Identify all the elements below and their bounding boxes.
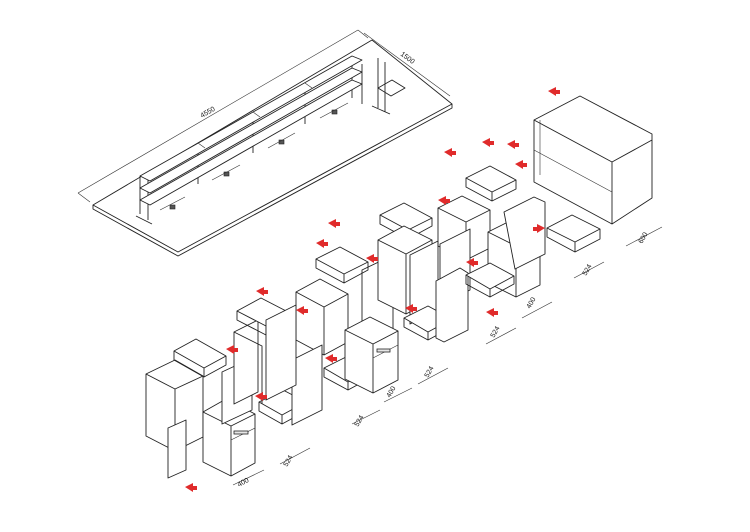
arrow-icon [255,392,267,401]
arrow-icon [507,140,519,149]
dim-cab3-width: 400 [526,296,538,310]
dim-cab1-drawer: 524 [283,454,295,468]
dim-cab1-width: 400 [237,477,251,489]
arrow-icon [366,254,378,263]
dim-cab3-drawer: 524 [490,325,502,339]
arrow-icon [515,160,527,169]
arrow-icon [486,308,498,317]
side-panel-1 [167,419,187,479]
arrow-icon [328,219,340,228]
corner-cabinet-body [533,95,653,225]
drawer-3c [465,165,517,193]
dim-corner-width: 600 [638,231,650,245]
cabinet-group-1: 400 524 [145,319,311,489]
dim-table-length: 4550 [200,106,217,120]
arrow-icon [405,304,417,313]
reagent-rack [135,55,391,225]
arrow-icon [325,354,337,363]
cabinet-front-2 [344,316,399,394]
tabletop-edge [92,104,453,257]
arrow-icon [316,239,328,248]
cabinet-top-2 [295,278,349,308]
arrow-icon [444,148,456,157]
arrow-icon [296,306,308,315]
dim-cab2-drawer-b: 524 [424,365,436,379]
dim-cab2-width: 400 [386,385,398,399]
arrow-icon [256,287,268,296]
cabinet-group-3: 524 400 [377,165,553,345]
drawer-3a [379,202,433,231]
lab-table-assembly: 4550 1500 [77,29,453,257]
assembly-arrows [185,87,560,492]
dim-cab2-drawer: 524 [354,414,366,428]
drawer-4a [546,214,601,243]
arrow-icon [226,345,238,354]
arrow-icon [466,258,478,267]
arrow-icon [438,196,450,205]
arrow-icon [185,483,197,492]
arrow-icon [482,138,494,147]
corner-unit: 524 600 [533,95,663,279]
drawer-2c [315,246,369,275]
arrow-icon [548,87,560,96]
arrow-icon [533,224,545,233]
dim-corner-drawer: 524 [582,263,594,277]
